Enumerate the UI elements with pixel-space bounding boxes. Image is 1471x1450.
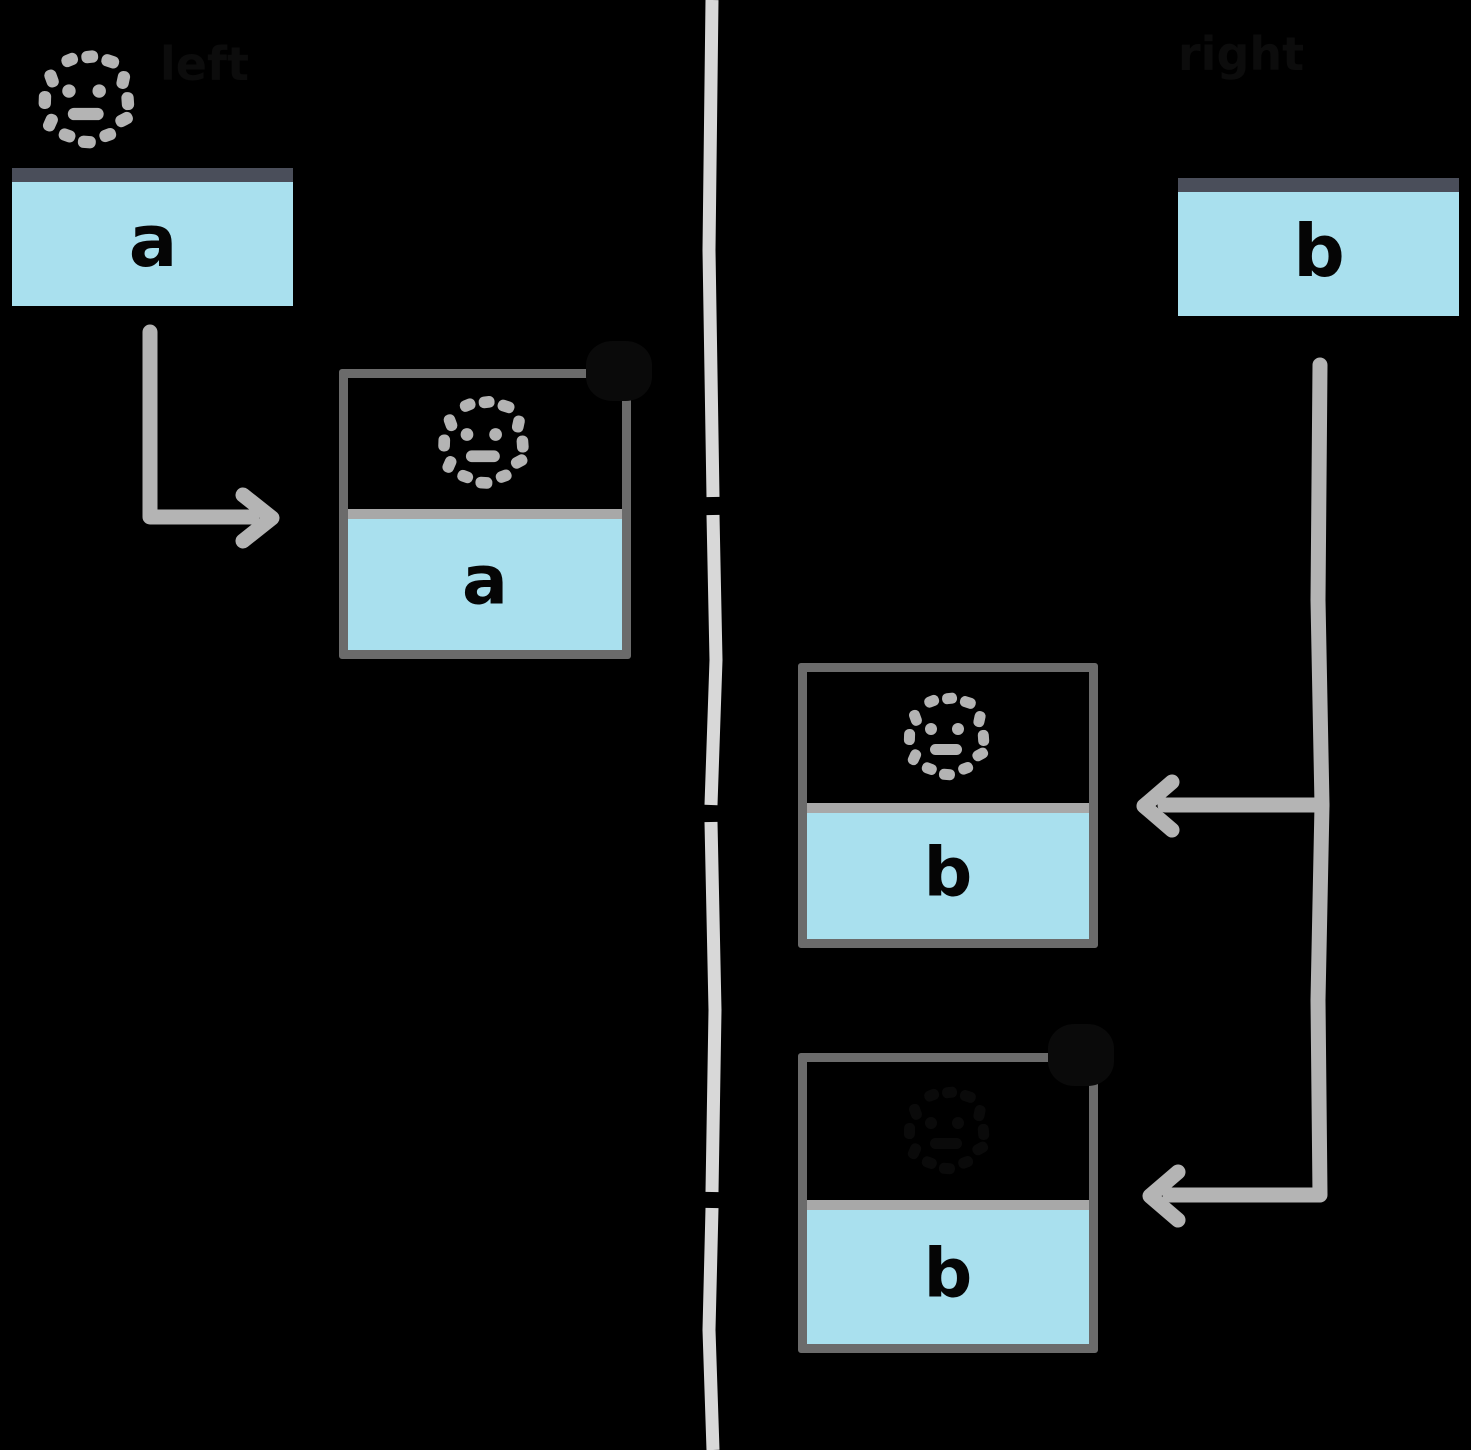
node-letter: a <box>462 541 508 621</box>
left-lane-label: left <box>160 37 249 91</box>
node-top-region <box>807 1062 1089 1201</box>
node-target-a[interactable]: a <box>339 369 631 659</box>
vertical-lifeline <box>702 0 723 1450</box>
arrow-head-icon <box>235 487 280 549</box>
node-source-b[interactable]: b <box>1178 178 1459 316</box>
arrow-a-to-a <box>142 324 280 549</box>
node-corner-marker <box>586 341 652 401</box>
dotted-circle-icon <box>898 687 998 787</box>
dotted-circle-icon <box>898 1081 998 1181</box>
node-top-region <box>807 672 1089 803</box>
arrow-head-icon <box>1142 1164 1186 1228</box>
node-top-region <box>348 378 622 509</box>
node-letter: a <box>128 199 178 284</box>
right-lane-label: right <box>1178 27 1305 81</box>
arrow-b-to-b-bottom <box>1142 797 1330 1228</box>
arrow-head-icon <box>1136 774 1180 838</box>
dotted-circle-icon <box>432 390 538 496</box>
node-letter: b <box>923 1234 973 1314</box>
node-target-b-1[interactable]: b <box>798 663 1098 948</box>
node-letter: b <box>1293 209 1345 294</box>
node-target-b-2[interactable]: b <box>798 1053 1098 1353</box>
node-bottom-region: a <box>348 508 622 650</box>
node-letter: b <box>923 833 973 913</box>
node-source-a[interactable]: a <box>12 168 293 306</box>
node-bottom-region: b <box>807 1200 1089 1344</box>
dotted-circle-icon <box>32 44 144 156</box>
node-corner-marker <box>1048 1024 1114 1086</box>
node-bottom-region: b <box>807 802 1089 939</box>
arrow-b-to-b-middle <box>1136 357 1330 838</box>
